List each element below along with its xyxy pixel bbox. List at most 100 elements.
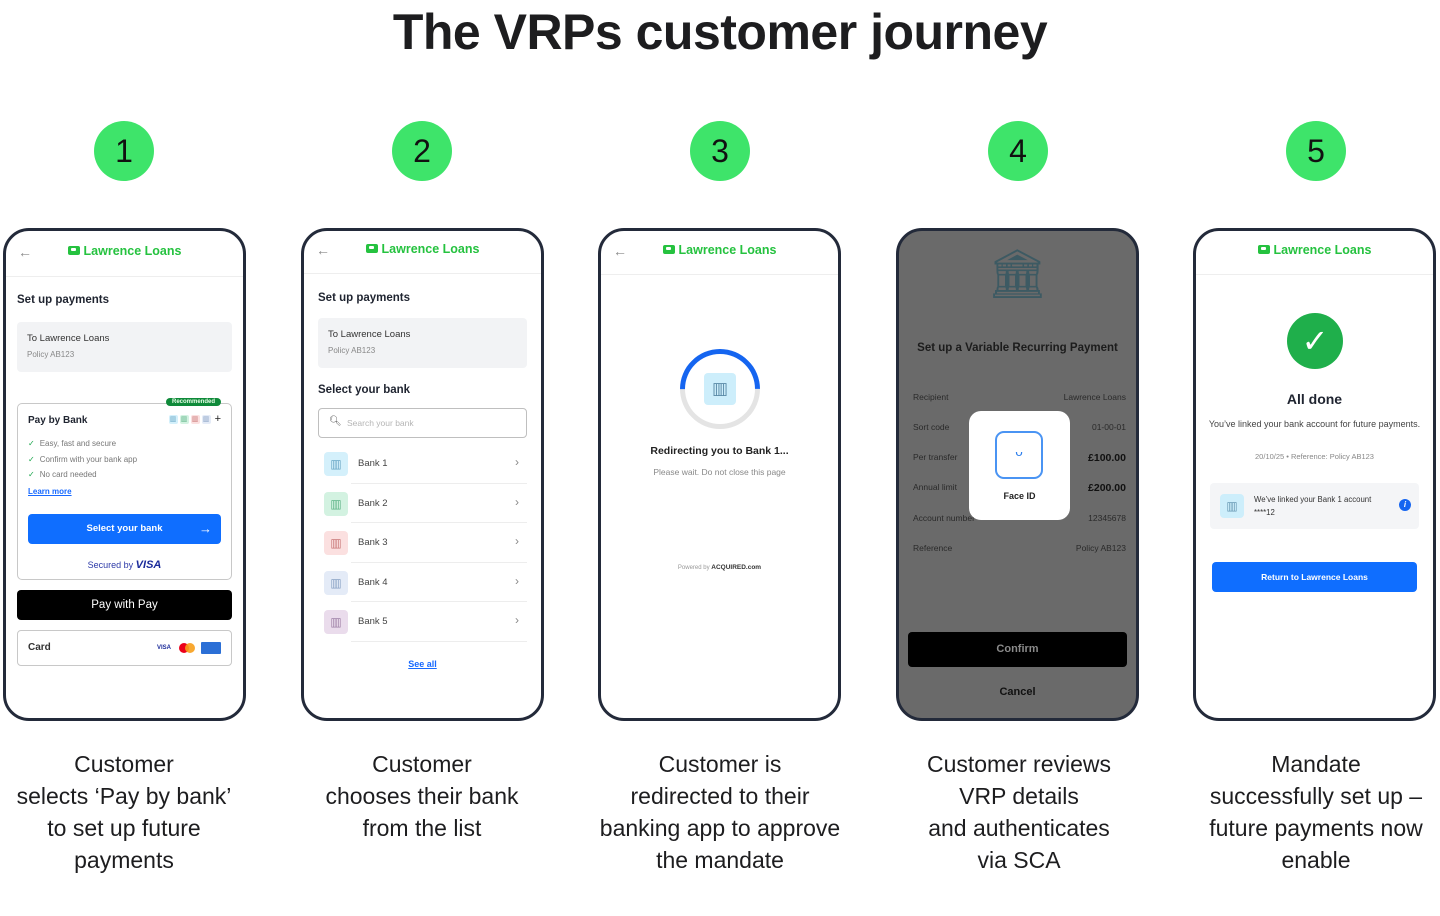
back-arrow-icon[interactable]: ← [613, 243, 627, 259]
benefit-item: ✓Confirm with your bank app [28, 452, 137, 468]
step-1: 1 ← Lawrence Loans Set up payments To La… [0, 0, 273, 916]
caption-line: successfully set up – [1209, 783, 1423, 809]
secured-by-visa: Secured by VISA [18, 559, 231, 571]
info-icon[interactable]: i [1399, 499, 1411, 511]
recipient-ref: Policy AB123 [27, 350, 75, 359]
row-label: Recipient [913, 392, 949, 402]
apple-pay-button[interactable]: Pay with Pay [17, 590, 232, 620]
brand-name: Lawrence Loans [678, 243, 777, 257]
row-label: Account number [913, 513, 975, 523]
bank-icon: ▥ [704, 373, 736, 405]
brand-logo: Lawrence Loans [1196, 243, 1433, 257]
wallet-icon [365, 244, 378, 253]
section-heading: Set up payments [17, 294, 110, 306]
bank-list-item[interactable]: ▥ Bank 1 › [318, 444, 527, 484]
wallet-icon [67, 246, 80, 255]
step-2: 2 ← Lawrence Loans Set up payments To La… [273, 0, 571, 916]
redirect-title: Redirecting you to Bank 1... [650, 445, 789, 457]
caption-line: chooses their bank [325, 783, 519, 809]
card-option[interactable]: Card VISA [17, 630, 232, 666]
card-label: Card [28, 642, 51, 653]
pay-by-bank-card[interactable]: Recommended Pay by Bank ▥ ▥ ▥ ▥ + ✓Easy,… [17, 398, 232, 580]
benefits-list: ✓Easy, fast and secure ✓Confirm with you… [28, 436, 137, 483]
bank-search-input[interactable]: 🔍︎ Search your bank [318, 408, 527, 438]
powered-by: Powered by ACQUIRED.com [601, 564, 838, 571]
bank-icon: ▥ [201, 415, 211, 424]
caption-line: selects ‘Pay by bank’ [16, 783, 232, 809]
app-header: ← Lawrence Loans [601, 231, 838, 275]
success-check-icon: ✓ [1287, 313, 1343, 369]
bank-icon: ▥ [168, 415, 178, 424]
card-logos: VISA [155, 642, 221, 654]
brand-logo: Lawrence Loans [304, 242, 541, 256]
bank-icon: ▥ [324, 491, 348, 516]
step-caption: Mandate successfully set up – future pay… [1167, 748, 1440, 876]
chevron-right-icon: › [515, 494, 519, 509]
chevron-right-icon: › [515, 613, 519, 627]
cancel-button[interactable]: Cancel [999, 686, 1036, 698]
row-value: 01-00-01 [1091, 422, 1126, 432]
step-4: 4 🏛︎ Set up a Variable Recurring Payment… [870, 0, 1168, 916]
visa-logo: VISA [135, 559, 162, 571]
return-button[interactable]: Return to Lawrence Loans [1212, 562, 1417, 592]
app-header: Lawrence Loans [1196, 231, 1433, 275]
phone-screen-vrp-review: 🏛︎ Set up a Variable Recurring Payment R… [896, 228, 1139, 721]
step-number-badge: 3 [690, 121, 750, 181]
visa-icon: VISA [156, 645, 171, 651]
bank-icon: ▥ [324, 452, 348, 476]
check-icon: ✓ [28, 454, 35, 464]
bank-name: Bank 1 [358, 458, 388, 469]
vrp-detail-row: Sort code 01-00-01 [913, 422, 1126, 436]
caption-line: to set up future [47, 815, 201, 841]
caption-line: and authenticates [928, 815, 1110, 841]
caption-line: payments [74, 847, 174, 873]
powered-prefix: Powered by [677, 565, 710, 571]
see-all-link[interactable]: See all [408, 659, 437, 669]
phone-screen-all-done: Lawrence Loans ✓ All done You’ve linked … [1193, 228, 1436, 721]
page-title: The VRPs customer journey [392, 4, 1048, 60]
benefit-item: ✓Easy, fast and secure [28, 436, 137, 452]
step-number-badge: 4 [988, 121, 1048, 181]
face-id-icon: ᵕ [995, 431, 1043, 479]
section-heading: Set up payments [318, 292, 411, 304]
benefit-text: No card needed [39, 470, 97, 479]
row-value: 12345678 [1088, 513, 1126, 523]
brand-name: Lawrence Loans [381, 242, 480, 256]
brand-logo: Lawrence Loans [601, 243, 838, 257]
brand-name: Lawrence Loans [1273, 243, 1372, 257]
bank-name: Bank 5 [358, 616, 388, 627]
bank-name: Bank 4 [358, 576, 388, 588]
bank-list-item[interactable]: ▥ Bank 2 › [318, 484, 527, 524]
back-arrow-icon[interactable]: ← [18, 244, 32, 260]
bank-list: ▥ Bank 1 › ▥ Bank 2 › ▥ Bank 3 › ▥ Bank … [318, 444, 527, 642]
step-5: 5 Lawrence Loans ✓ All done You’ve linke… [1167, 0, 1440, 916]
wallet-icon [1257, 245, 1270, 254]
check-icon: ✓ [28, 470, 35, 479]
wallet-icon [662, 245, 675, 254]
recipient-box: To Lawrence Loans Policy AB123 [318, 318, 527, 368]
back-arrow-icon[interactable]: ← [316, 242, 330, 258]
learn-more-link[interactable]: Learn more [28, 487, 72, 496]
face-id-prompt: ᵕ Face ID [969, 411, 1070, 520]
bank-icon: ▥ [1220, 494, 1244, 518]
step-number-badge: 5 [1286, 121, 1346, 181]
linked-account-box: ▥ We’ve linked your Bank 1 account ****1… [1210, 483, 1419, 529]
search-icon: 🔍︎ [329, 416, 342, 427]
bank-icon: ▥ [324, 570, 348, 595]
select-bank-heading: Select your bank [318, 384, 411, 396]
check-icon: ✓ [28, 439, 35, 448]
recommended-badge: Recommended [165, 398, 221, 406]
bank-list-item[interactable]: ▥ Bank 5 › [318, 602, 527, 642]
done-message: You’ve linked your bank account for futu… [1208, 419, 1421, 429]
bank-list-item[interactable]: ▥ Bank 3 › [318, 523, 527, 563]
confirm-button[interactable]: Confirm [908, 632, 1127, 667]
step-number-badge: 1 [94, 121, 154, 181]
bank-list-item[interactable]: ▥ Bank 4 › [318, 563, 527, 603]
caption-line: Customer [372, 751, 472, 777]
select-your-bank-button[interactable]: Select your bank → [28, 514, 221, 544]
row-label: Sort code [913, 422, 950, 432]
acquired-logo: ACQUIRED.com [711, 564, 762, 571]
caption-line: banking app to approve [599, 815, 841, 841]
